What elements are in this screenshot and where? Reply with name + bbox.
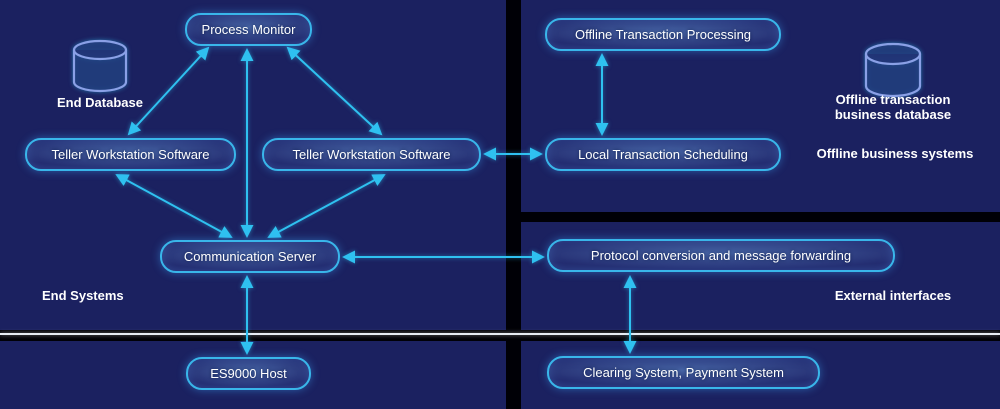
node-es9000-host: ES9000 Host (186, 357, 311, 390)
horizontal-divider-line (0, 333, 1000, 335)
node-process-monitor: Process Monitor (185, 13, 312, 46)
node-communication-server: Communication Server (160, 240, 340, 273)
end-database-label: End Database (57, 95, 143, 110)
node-protocol-conversion: Protocol conversion and message forwardi… (547, 239, 895, 272)
offline-business-systems-label: Offline business systems (816, 146, 974, 161)
offline-database-label: Offline transaction business database (808, 92, 978, 122)
end-systems-label: End Systems (42, 288, 124, 303)
node-clearing-payment-system: Clearing System, Payment System (547, 356, 820, 389)
node-local-transaction-scheduling: Local Transaction Scheduling (545, 138, 781, 171)
node-teller-workstation-right: Teller Workstation Software (262, 138, 481, 171)
node-teller-workstation-left: Teller Workstation Software (25, 138, 236, 171)
node-offline-transaction-processing: Offline Transaction Processing (545, 18, 781, 51)
offline-database-label-line1: Offline transaction (835, 92, 951, 107)
offline-database-label-line2: business database (834, 107, 952, 122)
external-interfaces-label: External interfaces (834, 288, 952, 303)
